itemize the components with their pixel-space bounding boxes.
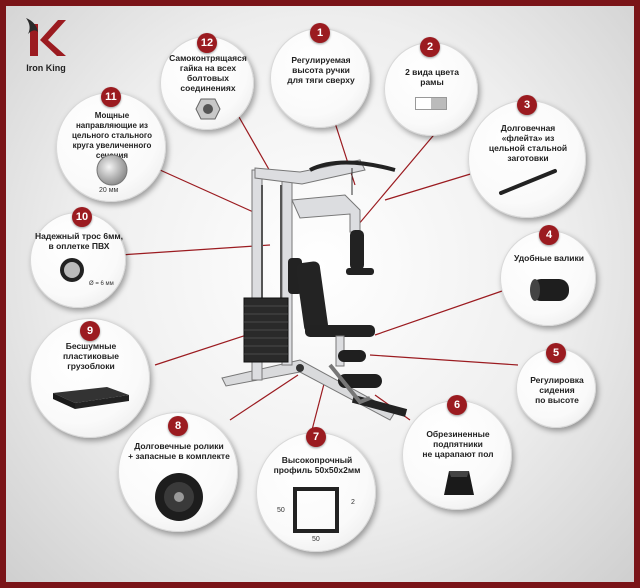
feature-3-line-2: «флейта» из (501, 133, 555, 143)
guide-diameter-label: 20 мм (99, 187, 119, 194)
feature-1-line-1: Регулируемая (291, 55, 351, 65)
feature-9-bubble: Бесшумные пластиковые грузоблоки (30, 318, 150, 438)
feature-5-line-3: по высоте (535, 395, 579, 405)
feature-2-line-1: 2 вида цвета (405, 67, 459, 77)
feature-7-bubble: Высокопрочный профиль 50х50х2мм 2 50 50 (256, 432, 376, 552)
feature-6-line-2: подпятники (433, 439, 483, 449)
feature-6-line-1: Обрезиненные (426, 429, 490, 439)
feature-1-line-2: высота ручки (292, 65, 350, 75)
feature-10-caption: Надежный трос 6мм, в оплетке ПВХ (31, 231, 127, 251)
profile-width-label: 50 (312, 536, 320, 543)
feature-1-number: 1 (310, 23, 330, 43)
feature-4-number: 4 (539, 225, 559, 245)
feature-5-number: 5 (546, 343, 566, 363)
feature-9-line-1: Бесшумные (65, 341, 117, 351)
feature-3-number: 3 (517, 95, 537, 115)
cable-diameter-label: Ø = 6 мм (89, 281, 114, 287)
lock-nut-icon (195, 98, 221, 120)
feature-6-line-3: не царапают пол (422, 449, 494, 459)
iron-king-logo-icon (26, 18, 66, 56)
feature-12-line-1: Самоконтрящаяся (169, 53, 247, 63)
feature-10-bubble: Надежный трос 6мм, в оплетке ПВХ Ø = 6 м… (30, 212, 126, 308)
feature-1-bubble: Регулируемая высота ручки для тяги сверх… (270, 28, 370, 128)
feature-3-bubble: Долговечная «флейта» из цельной стальной… (468, 100, 586, 218)
feature-4-caption: Удобные валики (501, 253, 597, 263)
feature-10-number: 10 (72, 207, 92, 227)
feature-8-caption: Долговечные ролики + запасные в комплект… (119, 441, 239, 461)
feature-12-caption: Самоконтрящаяся гайка на всех болтовых с… (161, 53, 255, 93)
feature-10-line-2: в оплетке ПВХ (48, 241, 110, 251)
feature-2-bubble: 2 вида цвета рамы (384, 42, 478, 136)
feature-3-line-1: Долговечная (500, 123, 556, 133)
feature-9-number: 9 (80, 321, 100, 341)
feature-4-bubble: Удобные валики (500, 230, 596, 326)
feature-6-caption: Обрезиненные подпятники не царапают пол (403, 429, 513, 459)
feature-11-line-3: цельного стального (71, 131, 153, 140)
rubber-foot-icon (444, 471, 474, 495)
feature-11-line-1: Мощные (94, 111, 130, 120)
feature-12-line-2: гайка на всех (179, 63, 237, 73)
feature-12-line-3: болтовых (186, 73, 230, 83)
feature-11-bubble: Мощные направляющие из цельного стальног… (56, 92, 166, 202)
feature-10-line-1: Надежный трос 6мм, (34, 231, 124, 241)
profile-height-label: 50 (277, 507, 285, 514)
feature-8-line-1: Долговечные ролики (134, 441, 224, 451)
feature-8-line-2: + запасные в комплекте (128, 451, 230, 461)
feature-2-line-2: рамы (420, 77, 444, 87)
feature-12-line-4: соединениях (180, 83, 236, 93)
feature-5-line-2: сидения (539, 385, 575, 395)
square-profile-icon (293, 487, 339, 533)
feature-3-caption: Долговечная «флейта» из цельной стальной… (469, 123, 587, 163)
feature-9-line-3: грузоблоки (67, 361, 115, 371)
steel-bar-icon (499, 169, 557, 195)
feature-1-line-3: для тяги сверху (287, 75, 355, 85)
feature-8-number: 8 (168, 416, 188, 436)
feature-7-number: 7 (306, 427, 326, 447)
feature-6-number: 6 (447, 395, 467, 415)
frame-color-swatch-icon (415, 97, 447, 110)
feature-11-number: 11 (101, 87, 121, 107)
cable-cross-section-icon (60, 258, 84, 282)
feature-3-line-3: цельной стальной (488, 143, 568, 153)
profile-wall-label: 2 (351, 499, 355, 506)
feature-9-line-2: пластиковые (63, 351, 119, 361)
feature-1-caption: Регулируемая высота ручки для тяги сверх… (271, 55, 371, 85)
feature-9-caption: Бесшумные пластиковые грузоблоки (31, 341, 151, 371)
feature-5-caption: Регулировка сидения по высоте (517, 375, 597, 405)
feature-2-caption: 2 вида цвета рамы (385, 67, 479, 87)
feature-7-caption: Высокопрочный профиль 50х50х2мм (257, 455, 377, 475)
feature-11-line-2: направляющие из (75, 121, 149, 130)
feature-12-number: 12 (197, 33, 217, 53)
pulley-wheel-icon (155, 473, 203, 521)
foam-roller-icon (530, 279, 569, 301)
brand-name: Iron King (26, 63, 66, 73)
feature-5-line-1: Регулировка (530, 375, 584, 385)
feature-2-number: 2 (420, 37, 440, 57)
weight-plate-icon (53, 387, 129, 409)
feature-4-line-1: Удобные валики (513, 253, 585, 263)
feature-7-line-1: Высокопрочный (281, 455, 353, 465)
feature-3-line-4: заготовки (507, 153, 549, 163)
feature-6-bubble: Обрезиненные подпятники не царапают пол (402, 400, 512, 510)
feature-7-line-2: профиль 50х50х2мм (273, 465, 361, 475)
guide-rod-icon (96, 154, 128, 186)
brand-logo: Iron King (16, 14, 76, 73)
